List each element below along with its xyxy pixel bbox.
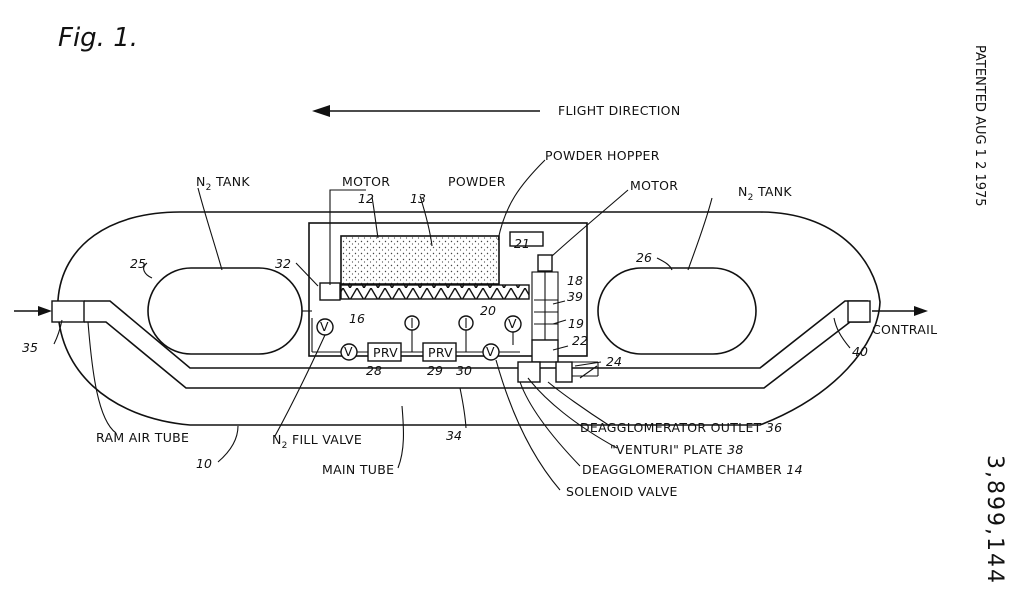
- motor-right-label: MOTOR: [630, 178, 678, 193]
- svg-text:V: V: [320, 319, 329, 334]
- svg-text:V: V: [486, 344, 495, 359]
- gauge-2: [458, 315, 474, 331]
- valve-right: V: [504, 315, 522, 333]
- n2-fill-valve-label: N2 FILL VALVE: [272, 432, 362, 451]
- main-tube-label: MAIN TUBE: [322, 462, 394, 477]
- ref-21: 21: [514, 236, 530, 251]
- svg-text:V: V: [344, 344, 353, 359]
- patented-date: PATENTED AUG 1 2 1975: [972, 45, 987, 207]
- prv-2: [422, 342, 457, 362]
- gauge-1: [404, 315, 420, 331]
- ref-18: 18: [567, 273, 583, 288]
- prv-1-label: PRV: [373, 345, 398, 360]
- ref-25: 25: [130, 256, 146, 271]
- powder-hopper-label: POWDER HOPPER: [545, 148, 660, 163]
- ref-20: 20: [480, 303, 496, 318]
- ref-34: 34: [446, 428, 462, 443]
- ref-19: 19: [568, 316, 584, 331]
- n2-tank-left-label: N2 TANK: [196, 174, 250, 193]
- leader-lines: [53, 159, 851, 491]
- prv-2-label: PRV: [428, 345, 453, 360]
- powder-hopper: [340, 235, 530, 300]
- ref-28: 28: [366, 363, 382, 378]
- flight-direction-label: FLIGHT DIRECTION: [558, 103, 680, 118]
- ref-30: 30: [456, 363, 472, 378]
- motor-left: [319, 282, 341, 301]
- ref-22: 22: [572, 333, 588, 348]
- svg-text:V: V: [508, 316, 517, 331]
- figure-title: Fig. 1.: [58, 23, 138, 53]
- ref-26: 26: [636, 250, 652, 265]
- ref-35: 35: [22, 340, 38, 355]
- venturi-plate-label: "VENTURI" PLATE 38: [610, 442, 744, 457]
- flight-direction-arrow: [312, 105, 540, 117]
- ref-40: 40: [852, 344, 868, 359]
- solenoid-valve-label: SOLENOID VALVE: [566, 484, 678, 499]
- n2-tank-left: [147, 267, 303, 355]
- pod-body: [57, 211, 881, 426]
- ref-24: 24: [606, 354, 622, 369]
- motor-left-label: MOTOR: [342, 174, 390, 189]
- valve-left-lower: V: [340, 343, 358, 361]
- n2-tank-right: [597, 267, 757, 355]
- powder-label: POWDER: [448, 174, 506, 189]
- deagglomerator-outlet-label: DEAGGLOMERATOR OUTLET 36: [580, 420, 782, 435]
- contrail-label: CONTRAIL: [872, 322, 937, 337]
- prv-1: [367, 342, 402, 362]
- n2-tank-right-label: N2 TANK: [738, 184, 792, 203]
- main-tube: [51, 300, 871, 389]
- ref-16: 16: [349, 311, 365, 326]
- deagglomeration-chamber-label: DEAGGLOMERATION CHAMBER 14: [582, 462, 803, 477]
- ref-10: 10: [196, 456, 212, 471]
- ref-32: 32: [275, 256, 291, 271]
- solenoid-valve-symbol: V: [482, 343, 500, 361]
- ref-29: 29: [427, 363, 443, 378]
- patent-number: 3,899,144: [982, 455, 1007, 585]
- ref-39: 39: [567, 289, 583, 304]
- ram-air-tube-label: RAM AIR TUBE: [96, 430, 189, 445]
- valve-left-upper: V: [316, 318, 334, 336]
- ref-12: 12: [358, 191, 374, 206]
- ref-13: 13: [410, 191, 426, 206]
